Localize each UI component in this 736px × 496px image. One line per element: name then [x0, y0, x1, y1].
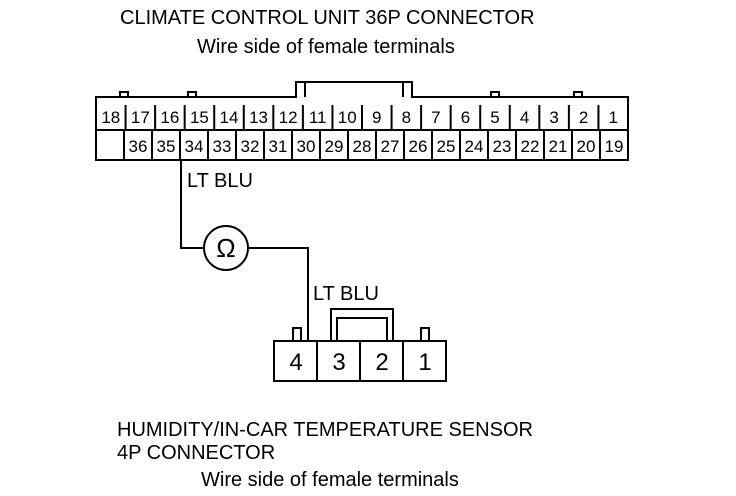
pin-label: 35: [157, 137, 176, 156]
pin-label: 14: [220, 108, 239, 127]
row1-pin-labels: 18 17 16 15 14 13 12 11 10 9 8 7 6 5 4 3 2 1: [101, 108, 618, 127]
pin-label: 3: [332, 349, 345, 376]
connector-4p-notch: [420, 327, 430, 341]
connector-4p-notch: [292, 327, 302, 341]
bottom-connector-title-line1: HUMIDITY/IN-CAR TEMPERATURE SENSOR: [117, 419, 533, 441]
pin-label: 6: [461, 108, 470, 127]
connector-36p-notch: [573, 91, 583, 97]
pin-label: 26: [409, 137, 428, 156]
connector-36p-notch: [187, 91, 197, 97]
pin-label: 30: [297, 137, 316, 156]
pin-label: 33: [213, 137, 232, 156]
pin-label: 4: [289, 349, 302, 376]
pin-label: 11: [309, 108, 327, 127]
probe-wire-bottom: [248, 247, 309, 341]
connector-36p-notch: [490, 91, 500, 97]
pin-label: 18: [101, 108, 120, 127]
pin-label: 2: [375, 349, 388, 376]
pin-label: 31: [269, 137, 288, 156]
sensor-4p-connector: [273, 308, 447, 382]
row1-dividers: [124, 105, 600, 130]
connector-4p-lock-inner: [336, 317, 388, 341]
pin-label: 32: [241, 137, 260, 156]
pin-label: 22: [521, 137, 540, 156]
pin-label: 5: [490, 108, 499, 127]
pin-label: 16: [160, 108, 179, 127]
pin-label: 2: [579, 108, 588, 127]
wire-label-bottom: LT BLU: [313, 283, 379, 305]
pin-label: 13: [249, 108, 268, 127]
connector-36p-notch: [119, 91, 129, 97]
pin-label: 10: [338, 108, 357, 127]
top-connector-title: CLIMATE CONTROL UNIT 36P CONNECTOR: [120, 7, 535, 29]
pin-label: 34: [185, 137, 204, 156]
wire-label-top: LT BLU: [187, 170, 253, 192]
pin-label: 36: [129, 137, 148, 156]
row2-dividers: [123, 130, 601, 160]
pin-label: 1: [608, 108, 617, 127]
pin-label: 29: [325, 137, 344, 156]
connector-4p-lock: [330, 308, 394, 341]
pin-label: 12: [279, 108, 298, 127]
pin-label: 24: [465, 137, 484, 156]
pin-label: 3: [549, 108, 558, 127]
ohm-icon: Ω: [216, 233, 235, 263]
pin-label: 20: [577, 137, 596, 156]
pin-label: 23: [493, 137, 512, 156]
probe-wire-top: [180, 160, 204, 249]
connector-36p-outline: [95, 81, 629, 161]
pin-label: 15: [190, 108, 209, 127]
pin-label: 27: [381, 137, 400, 156]
row2-pin-labels: 36 35 34 33 32 31 30 29 28 27 26 25 24 23 22 21 20 19: [129, 137, 624, 156]
pin-label: 9: [372, 108, 381, 127]
ohmmeter: Ω: [203, 225, 249, 271]
pin-label: 4: [520, 108, 529, 127]
pin-label: 1: [418, 349, 431, 376]
pin-label: 17: [131, 108, 150, 127]
pin-label: 8: [402, 108, 411, 127]
climate-control-36p-connector: [95, 81, 629, 161]
connector-4p-pin-labels: 4 3 2 1: [289, 349, 431, 376]
pin-label: 19: [605, 137, 624, 156]
pin-label: 28: [353, 137, 372, 156]
pin-label: 21: [549, 137, 568, 156]
pin-label: 25: [437, 137, 456, 156]
top-connector-subtitle: Wire side of female terminals: [197, 36, 455, 58]
bottom-connector-title-line2: 4P CONNECTOR: [117, 442, 276, 464]
bottom-connector-subtitle: Wire side of female terminals: [201, 469, 459, 491]
pin-label: 7: [431, 108, 440, 127]
